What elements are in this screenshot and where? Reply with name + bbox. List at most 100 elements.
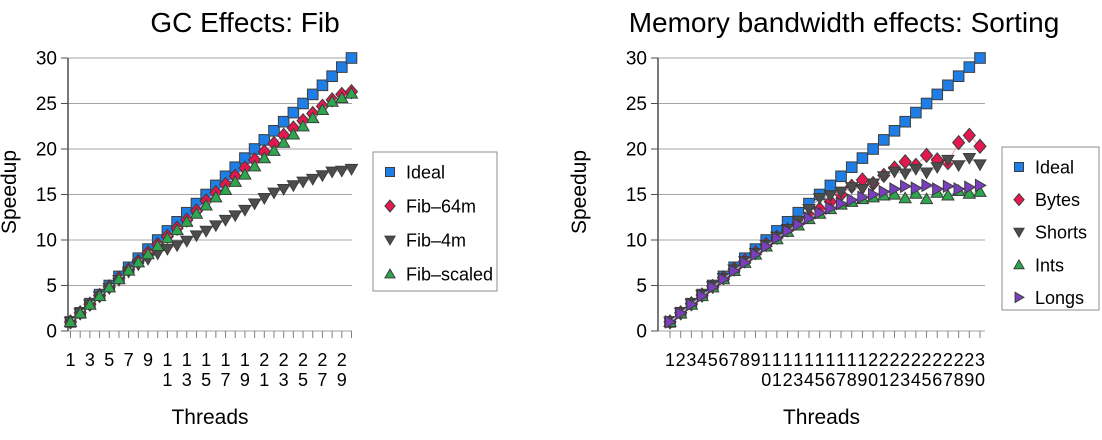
x-tick-label: 2 <box>676 350 686 370</box>
legend-label: Fib–64m <box>406 197 476 217</box>
data-point-marker <box>941 154 955 167</box>
data-point-marker <box>179 235 194 248</box>
data-point-marker <box>102 280 117 293</box>
data-point-marker <box>973 184 987 197</box>
data-point-marker <box>112 272 126 285</box>
data-point-marker <box>919 167 934 180</box>
x-tick-label: 7 <box>729 350 739 370</box>
data-point-marker <box>898 168 913 181</box>
chart-title: GC Effects: Fib <box>150 7 339 38</box>
data-point-marker <box>199 225 214 238</box>
data-point-marker <box>238 167 252 180</box>
data-point-marker <box>812 193 827 205</box>
x-tick-label: 7 <box>124 350 134 370</box>
y-tick-label: 15 <box>36 185 57 206</box>
data-point-marker <box>834 186 848 199</box>
data-point-marker <box>267 144 281 156</box>
legend-marker-triangle-up-icon <box>1013 258 1025 270</box>
data-point-marker <box>963 61 976 73</box>
data-point-marker <box>218 214 233 227</box>
data-point-marker <box>931 88 944 101</box>
data-point-marker <box>199 198 214 211</box>
legend-marker-diamond-icon <box>1013 192 1025 207</box>
data-point-marker <box>942 79 954 92</box>
data-point-marker <box>345 52 358 64</box>
data-point-marker <box>276 183 291 196</box>
data-point-marker <box>83 297 97 310</box>
data-point-marker <box>306 88 319 101</box>
legend-label: Fib–4m <box>406 231 466 251</box>
data-point-marker <box>296 119 310 132</box>
data-point-marker <box>844 182 859 195</box>
data-point-marker <box>899 115 911 128</box>
data-point-marker <box>974 178 987 193</box>
data-point-marker <box>296 176 310 189</box>
legend-marker-square-icon <box>1013 161 1025 173</box>
data-point-marker <box>316 79 329 92</box>
data-point-marker <box>898 153 912 170</box>
data-point-marker <box>305 111 320 124</box>
x-tick-label: 5 <box>104 350 114 370</box>
data-point-marker <box>189 206 204 219</box>
y-tick-label: 10 <box>626 231 647 252</box>
data-point-marker <box>803 211 816 226</box>
data-point-marker <box>856 152 869 164</box>
data-point-marker <box>910 106 922 119</box>
data-point-marker <box>878 184 891 199</box>
y-tick-label: 30 <box>626 49 647 70</box>
data-point-marker <box>92 289 107 302</box>
data-point-marker <box>930 162 945 175</box>
data-point-marker <box>160 244 175 256</box>
data-point-marker <box>189 230 204 243</box>
data-point-marker <box>974 52 986 64</box>
data-point-marker <box>707 280 720 295</box>
data-point-marker <box>334 165 349 178</box>
data-point-marker <box>325 166 339 179</box>
y-tick-label: 5 <box>636 276 647 297</box>
data-point-marker <box>888 125 901 137</box>
data-point-marker <box>889 182 902 196</box>
y-tick-label: 30 <box>36 49 57 70</box>
data-point-marker <box>845 161 858 173</box>
legend-marker-triangle-down-icon <box>1013 227 1025 239</box>
data-point-marker <box>315 103 330 115</box>
x-tick-label: 3 <box>686 350 696 370</box>
legend-marker-triangle-down-icon <box>384 235 396 246</box>
data-point-marker <box>344 86 359 99</box>
x-tick-label: 1 <box>665 350 675 370</box>
data-point-marker <box>286 127 301 140</box>
x-tick-label: 8 <box>740 350 750 370</box>
x-tick-label: 1 <box>65 350 75 370</box>
data-point-marker <box>771 231 784 246</box>
data-point-marker <box>866 178 880 191</box>
data-point-marker <box>686 297 699 312</box>
data-point-marker <box>287 106 300 119</box>
data-point-marker <box>73 306 88 319</box>
legend-marker-square-icon <box>384 166 396 178</box>
y-axis-title: Speedup <box>0 150 21 234</box>
y-tick-label: 0 <box>636 322 647 343</box>
data-point-marker <box>835 196 848 211</box>
data-point-marker <box>247 159 262 172</box>
data-point-marker <box>761 239 774 254</box>
data-point-marker <box>179 214 194 227</box>
